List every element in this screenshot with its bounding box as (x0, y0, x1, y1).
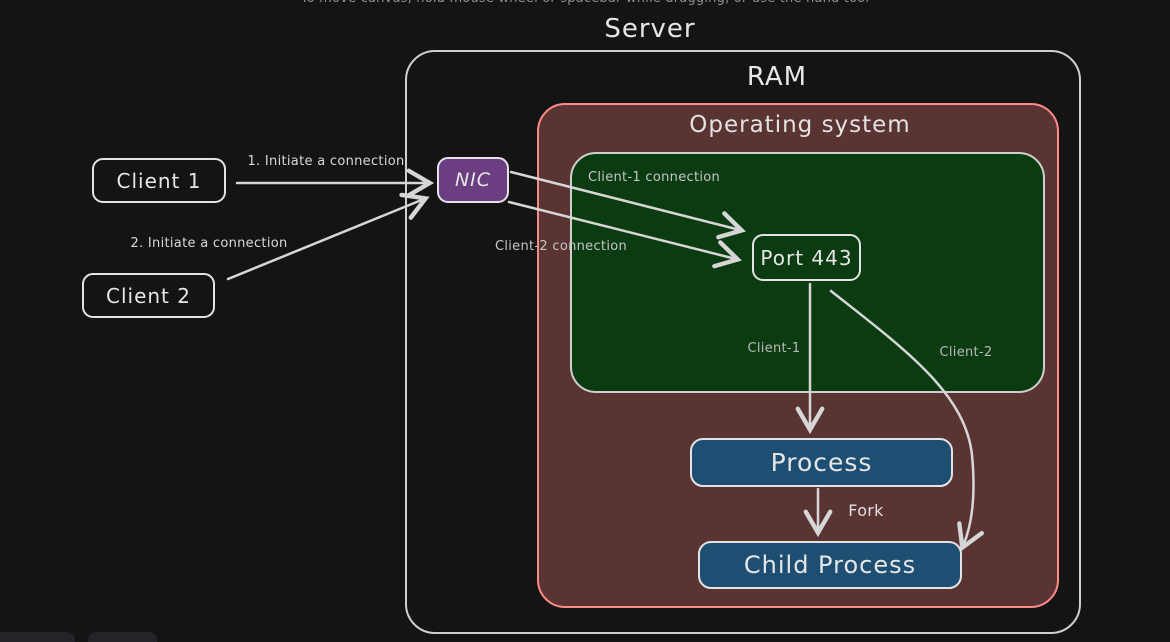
label-client2-connection[interactable]: Client-2 connection (494, 239, 628, 254)
ram-title[interactable]: RAM (746, 62, 808, 92)
node-process[interactable]: Process (690, 438, 953, 487)
node-process-label: Process (770, 448, 873, 477)
label-initiate-connection-1[interactable]: 1. Initiate a connection (247, 154, 405, 169)
undo-redo-toolbar-fragment[interactable] (88, 632, 157, 642)
node-nic[interactable]: NIC (437, 157, 509, 203)
node-nic-label: NIC (454, 169, 492, 191)
label-client1-connection[interactable]: Client-1 connection (588, 170, 721, 185)
node-port-443[interactable]: Port 443 (752, 234, 861, 281)
label-initiate-connection-2[interactable]: 2. Initiate a connection (130, 236, 288, 251)
node-client-1[interactable]: Client 1 (92, 158, 226, 203)
label-fork[interactable]: Fork (848, 501, 884, 520)
zoom-toolbar-fragment[interactable] (0, 632, 75, 642)
node-client-2[interactable]: Client 2 (82, 273, 215, 318)
node-client-2-label: Client 2 (106, 283, 191, 308)
operating-system-title[interactable]: Operating system (689, 112, 911, 138)
server-container-box[interactable] (405, 50, 1081, 634)
label-client2-route[interactable]: Client-2 (939, 345, 993, 360)
server-title[interactable]: Server (604, 14, 696, 44)
label-client1-route[interactable]: Client-1 (747, 341, 801, 356)
node-child-process[interactable]: Child Process (698, 541, 962, 589)
node-child-process-label: Child Process (743, 551, 917, 579)
node-client-1-label: Client 1 (116, 168, 202, 193)
node-port-443-label: Port 443 (760, 245, 853, 270)
canvas-hint-text: To move canvas, hold mouse wheel or spac… (0, 0, 1170, 6)
